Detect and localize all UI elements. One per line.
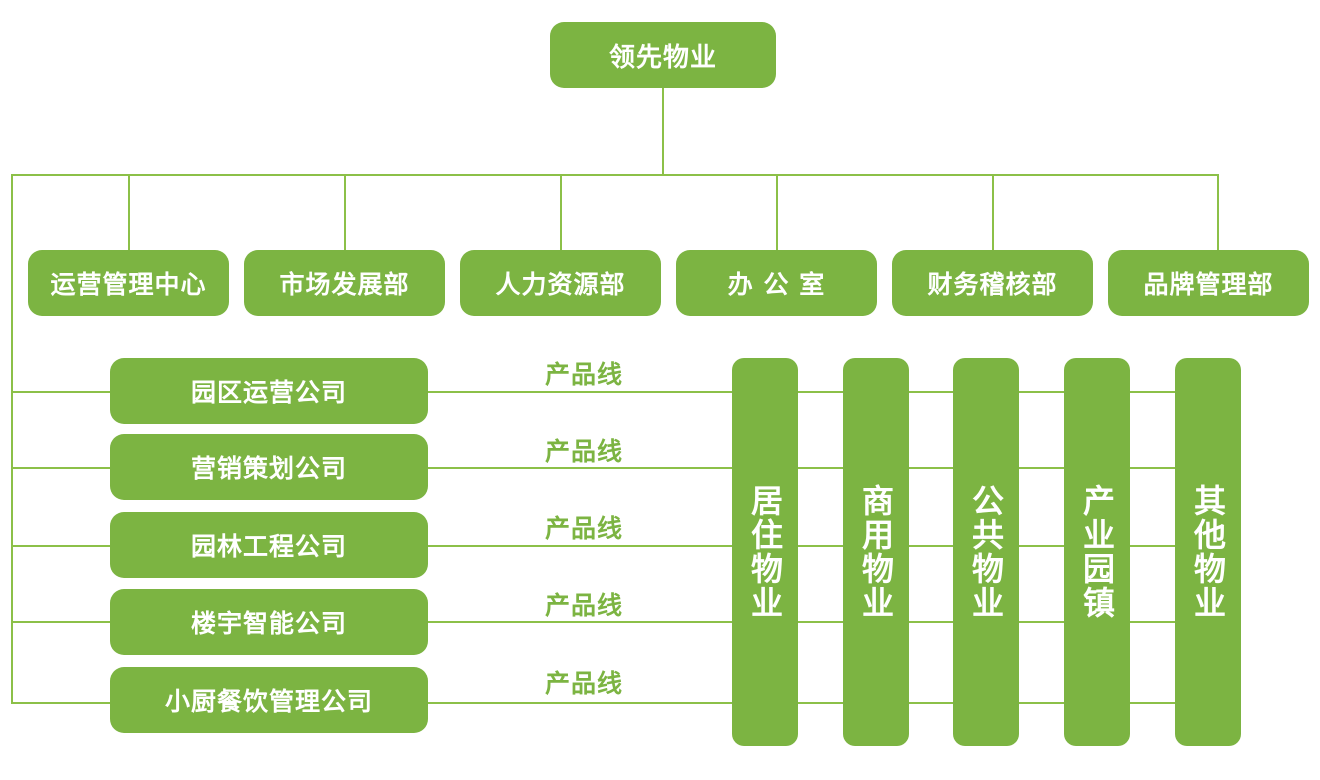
dept-connector-line — [344, 174, 346, 250]
product-line-label: 产品线 — [544, 360, 623, 389]
product-category-label: 其他物业 — [1189, 484, 1227, 620]
subsidiary-label: 小厨餐饮管理公司 — [164, 687, 373, 716]
subsidiary-node: 楼宇智能公司 — [110, 589, 428, 655]
product-category-column: 公共物业 — [953, 358, 1019, 746]
subsidiary-row-line — [11, 391, 1241, 393]
subsidiary-label: 楼宇智能公司 — [190, 609, 347, 638]
dept-connector-line — [992, 174, 994, 250]
product-category-column: 居住物业 — [732, 358, 798, 746]
subsidiary-label: 营销策划公司 — [190, 454, 347, 483]
product-category-label: 居住物业 — [746, 484, 784, 620]
dept-label: 运营管理中心 — [50, 270, 207, 299]
subsidiary-node: 园区运营公司 — [110, 358, 428, 424]
product-category-column: 其他物业 — [1175, 358, 1241, 746]
dept-connector-line — [560, 174, 562, 250]
dept-node-finance: 财务稽核部 — [892, 250, 1093, 316]
subsidiary-label: 园林工程公司 — [190, 532, 347, 561]
root-node: 领先物业 — [550, 22, 776, 88]
product-category-column: 产业园镇 — [1064, 358, 1130, 746]
dept-label: 市场发展部 — [279, 270, 410, 299]
dept-node-brand: 品牌管理部 — [1108, 250, 1309, 316]
product-category-column: 商用物业 — [843, 358, 909, 746]
product-line-label: 产品线 — [544, 669, 623, 698]
dept-label: 财务稽核部 — [927, 270, 1058, 299]
subsidiary-node: 营销策划公司 — [110, 434, 428, 500]
subsidiary-row-line — [11, 467, 1241, 469]
dept-node-ops: 运营管理中心 — [28, 250, 229, 316]
product-category-label: 产业园镇 — [1078, 484, 1116, 620]
subsidiary-row-line — [11, 702, 1241, 704]
dept-label: 品牌管理部 — [1143, 270, 1274, 299]
subsidiary-label: 园区运营公司 — [190, 378, 347, 407]
dept-label: 人力资源部 — [495, 270, 626, 299]
dept-label: 办 公 室 — [727, 270, 826, 299]
subsidiary-row-line — [11, 621, 1241, 623]
product-line-label: 产品线 — [544, 514, 623, 543]
top-bus-line — [11, 174, 1219, 176]
root-connector-line — [662, 88, 664, 176]
dept-node-hr: 人力资源部 — [460, 250, 661, 316]
root-label: 领先物业 — [608, 42, 717, 73]
product-line-label: 产品线 — [544, 591, 623, 620]
dept-connector-line — [1217, 174, 1219, 250]
product-category-label: 商用物业 — [857, 484, 895, 620]
dept-connector-line — [776, 174, 778, 250]
subsidiary-row-line — [11, 545, 1241, 547]
dept-connector-line — [128, 174, 130, 250]
product-line-label: 产品线 — [544, 437, 623, 466]
product-category-label: 公共物业 — [967, 484, 1005, 620]
subsidiary-node: 园林工程公司 — [110, 512, 428, 578]
subsidiary-node: 小厨餐饮管理公司 — [110, 667, 428, 733]
left-bus-line — [11, 174, 13, 704]
dept-node-office: 办 公 室 — [676, 250, 877, 316]
dept-node-market: 市场发展部 — [244, 250, 445, 316]
